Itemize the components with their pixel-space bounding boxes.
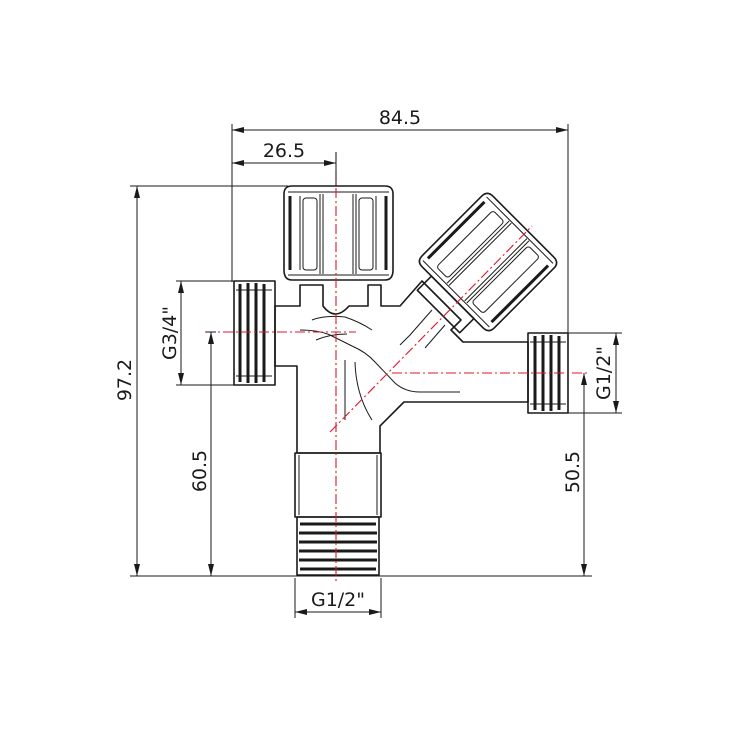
dim-right-thread: G1/2" — [593, 333, 619, 413]
body-inner-contour-5 — [399, 309, 446, 349]
bottom-thread-body — [296, 516, 380, 576]
dim-label-outlet-height: 50.5 — [562, 451, 584, 493]
centerlines — [205, 152, 590, 582]
dim-label-bottom-thread: G1/2" — [311, 589, 365, 611]
left-thread-body — [233, 280, 276, 386]
dim-bottom-thread: G1/2" — [295, 589, 381, 615]
top-handle — [283, 185, 394, 281]
handle-rib-2 — [299, 194, 324, 274]
dim-inlet-height: 60.5 — [189, 332, 214, 576]
handle-grip-left — [302, 197, 318, 271]
dim-offset-width: 26.5 — [232, 140, 336, 166]
dim-overall-height: 97.2 — [114, 186, 140, 576]
body-inner-contour-3 — [315, 333, 348, 341]
diag-stem — [416, 275, 475, 334]
diag-grip-right — [472, 246, 539, 313]
diagonal-centerline — [329, 225, 533, 433]
right-thread-root-lines — [530, 341, 566, 405]
diag-ribs — [446, 220, 530, 304]
diag-handle-outline — [418, 192, 558, 332]
dim-label-inlet-height: 60.5 — [189, 450, 211, 492]
bottom-nut-inner — [298, 455, 378, 515]
left-thread-root-lines — [236, 289, 272, 377]
diagonal-handle — [416, 192, 558, 334]
body-outline — [274, 280, 529, 454]
diag-grip-left — [437, 211, 504, 278]
dim-label-offset-width: 26.5 — [263, 140, 305, 162]
dim-left-thread: G3/4" — [159, 281, 184, 385]
dim-outlet-height: 50.5 — [562, 373, 587, 576]
body-inner-contour-4 — [344, 360, 373, 421]
extension-lines — [130, 124, 622, 618]
body-inner-contour-2 — [311, 315, 373, 331]
handle-outline — [283, 185, 394, 281]
dim-overall-width: 84.5 — [232, 107, 568, 133]
dim-label-right-thread: G1/2" — [593, 346, 615, 400]
handle-rib-3 — [352, 194, 377, 274]
dim-label-left-thread: G3/4" — [159, 306, 181, 360]
body-inner-contour — [299, 329, 460, 393]
diag-rib-1 — [426, 200, 486, 260]
dim-label-overall-width: 84.5 — [379, 107, 421, 129]
bottom-thread — [294, 452, 382, 576]
bottom-nut — [294, 452, 382, 518]
diag-edge-lines — [422, 196, 554, 328]
dim-label-overall-height: 97.2 — [114, 359, 136, 401]
handle-grip-right — [358, 197, 374, 271]
left-thread — [233, 280, 276, 386]
diag-rib-2 — [490, 264, 550, 324]
